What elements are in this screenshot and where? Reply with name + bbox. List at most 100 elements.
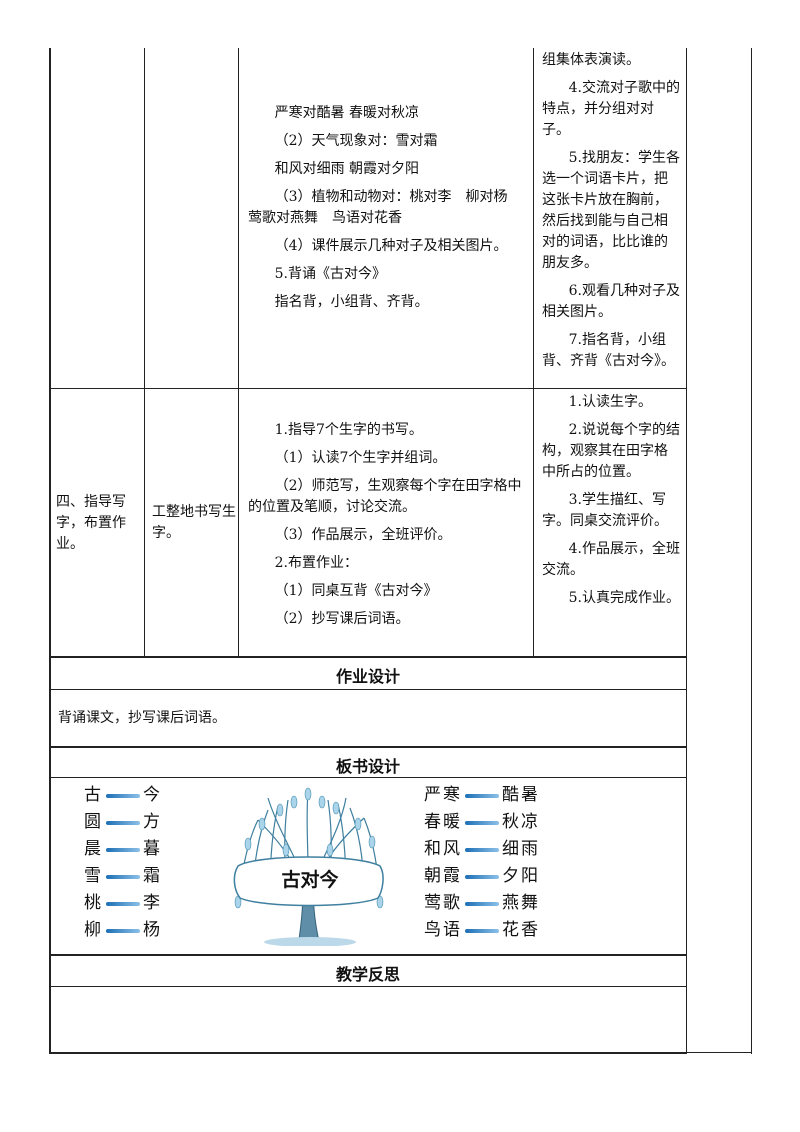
right-pair-first: 莺歌 bbox=[424, 893, 462, 913]
step4-teacher-line: （2）师范写，生观察每个字在田字格中的位置及笔顺，讨论交流。 bbox=[248, 478, 522, 515]
tree-label-banner bbox=[233, 856, 384, 907]
arrow-icon bbox=[106, 793, 140, 798]
right-pair-first: 春暖 bbox=[424, 812, 462, 832]
left-pair-second: 李 bbox=[143, 893, 162, 913]
left-pair-first: 圆 bbox=[84, 812, 103, 832]
step4-phase: 四、指导写字，布置作业。 bbox=[56, 494, 126, 552]
right-pair-second: 燕舞 bbox=[502, 893, 540, 913]
left-pair-first: 古 bbox=[84, 785, 103, 805]
upper-teacher-line: 指名背，小组背、齐背。 bbox=[274, 294, 429, 310]
right-pair-second: 夕阳 bbox=[502, 866, 540, 886]
upper-teacher-line: （3）植物和动物对：桃对李 柳对杨 莺歌对燕舞 鸟语对花香 bbox=[248, 189, 522, 226]
right-pair-second: 秋凉 bbox=[502, 812, 540, 832]
upper-student-line: 5.找朋友：学生各选一个词语卡片，把这张卡片放在胸前，然后找到能与自己相对的词语… bbox=[542, 150, 680, 271]
row-divider-board-title bbox=[49, 777, 687, 778]
step4-teacher-activities: 1.指导7个生字的书写。 （1）认读7个生字并组词。 （2）师范写，生观察每个字… bbox=[248, 420, 528, 637]
step4-student-line: 3.学生描红、写字。同桌交流评价。 bbox=[542, 492, 668, 529]
willow-tree-illustration bbox=[233, 787, 384, 946]
step4-student-line: 5.认真完成作业。 bbox=[568, 590, 680, 606]
left-pair-row: 桃李 bbox=[84, 888, 162, 913]
right-pair-row: 和风细雨 bbox=[424, 834, 540, 859]
board-title: 板书设计 bbox=[335, 757, 400, 776]
upper-teacher-line: 严寒对酷暑 春暖对秋凉 bbox=[274, 105, 420, 121]
arrow-icon bbox=[465, 793, 499, 798]
table-border-inner-right bbox=[686, 48, 687, 1054]
left-pair-first: 柳 bbox=[84, 920, 103, 940]
left-pair-second: 暮 bbox=[143, 839, 162, 859]
tree-label: 古对今 bbox=[281, 869, 339, 891]
upper-student-line: 组集体表演读。 bbox=[542, 52, 640, 68]
upper-teacher-line: （4）课件展示几种对子及相关图片。 bbox=[274, 238, 508, 254]
col-divider-1 bbox=[144, 48, 145, 657]
left-pair-row: 雪霜 bbox=[84, 861, 162, 886]
left-pair-second: 霜 bbox=[143, 866, 162, 886]
right-pair-first: 朝霞 bbox=[424, 866, 462, 886]
step4-goal: 工整地书写生字。 bbox=[152, 504, 236, 541]
right-pair-second: 酷暑 bbox=[502, 785, 540, 805]
table-border-bottom-right bbox=[686, 1052, 752, 1053]
upper-teacher-activities: 严寒对酷暑 春暖对秋凉 （2）天气现象对：雪对霜 和风对细雨 朝霞对夕阳 （3）… bbox=[248, 103, 528, 320]
left-pair-row: 古今 bbox=[84, 780, 162, 805]
step4-student-line: 4.作品展示，全班交流。 bbox=[542, 541, 680, 578]
left-pair-row: 柳杨 bbox=[84, 915, 162, 940]
right-pair-row: 鸟语 花香 bbox=[424, 915, 540, 940]
left-pair-second: 杨 bbox=[143, 920, 162, 940]
arrow-icon bbox=[465, 928, 499, 933]
right-pair-first: 严寒 bbox=[424, 785, 462, 805]
willow-ground bbox=[264, 937, 356, 946]
left-pair-first: 桃 bbox=[84, 893, 103, 913]
upper-student-line: 6.观看几种对子及相关图片。 bbox=[542, 283, 680, 320]
left-pair-second: 方 bbox=[143, 812, 162, 832]
right-pair-row: 莺歌 燕舞 bbox=[424, 888, 540, 913]
homework-content: 背诵课文，抄写课后词语。 bbox=[58, 710, 226, 726]
arrow-icon bbox=[106, 874, 140, 879]
col-divider-2 bbox=[238, 48, 239, 657]
upper-teacher-line: （2）天气现象对：雪对霜 bbox=[274, 133, 438, 149]
arrow-icon bbox=[106, 901, 140, 906]
left-pair-first: 雪 bbox=[84, 866, 103, 886]
reflection-title: 教学反思 bbox=[335, 965, 400, 984]
right-pair-first: 鸟语 bbox=[424, 920, 462, 940]
upper-student-line: 7.指名背，小组背、齐背《古对今》。 bbox=[542, 332, 675, 369]
step4-teacher-line: （1）同桌互背《古对今》 bbox=[274, 583, 438, 599]
row-divider-homework bbox=[49, 656, 687, 658]
left-pair-row: 圆方 bbox=[84, 807, 162, 832]
step4-student-activities: 1.认读生字。 2.说说每个字的结构，观察其在田字格中所占的位置。 3.学生描红… bbox=[542, 392, 680, 616]
upper-student-activities: 组集体表演读。 4.交流对子歌中的特点，并分组对对子。 5.找朋友：学生各选一个… bbox=[542, 50, 680, 379]
arrow-icon bbox=[465, 901, 499, 906]
upper-teacher-line: 和风对细雨 朝霞对夕阳 bbox=[274, 161, 420, 177]
right-pair-row: 春暖 秋凉 bbox=[424, 807, 540, 832]
arrow-icon bbox=[106, 847, 140, 852]
row-divider-board bbox=[49, 746, 687, 748]
row-divider-reflection bbox=[49, 954, 687, 956]
arrow-icon bbox=[465, 820, 499, 825]
right-pair-first: 和风 bbox=[424, 839, 462, 859]
left-pair-second: 今 bbox=[143, 785, 162, 805]
arrow-icon bbox=[465, 874, 499, 879]
homework-title: 作业设计 bbox=[335, 667, 400, 686]
table-border-left bbox=[49, 48, 51, 1054]
right-pair-row: 朝霞 夕阳 bbox=[424, 861, 540, 886]
row-divider-reflection-title bbox=[49, 986, 687, 987]
upper-teacher-line: 5.背诵《古对今》 bbox=[274, 266, 386, 282]
table-border-right bbox=[751, 48, 752, 1054]
right-pair-row: 严寒 酷暑 bbox=[424, 780, 540, 805]
step4-teacher-line: （3）作品展示，全班评价。 bbox=[274, 527, 452, 543]
step4-teacher-line: （1）认读7个生字并组词。 bbox=[274, 450, 447, 466]
step4-student-line: 1.认读生字。 bbox=[568, 394, 652, 410]
upper-student-line: 4.交流对子歌中的特点，并分组对对子。 bbox=[542, 80, 680, 138]
step4-student-line: 2.说说每个字的结构，观察其在田字格中所占的位置。 bbox=[542, 422, 680, 480]
row-divider-step4 bbox=[49, 388, 687, 389]
left-pair-first: 晨 bbox=[84, 839, 103, 859]
left-pair-row: 晨暮 bbox=[84, 834, 162, 859]
col-divider-3 bbox=[533, 48, 534, 657]
table-border-bottom bbox=[49, 1052, 687, 1054]
row-divider-homework-title bbox=[49, 689, 687, 690]
arrow-icon bbox=[106, 928, 140, 933]
right-pair-second: 花香 bbox=[502, 920, 540, 940]
arrow-icon bbox=[465, 847, 499, 852]
step4-teacher-line: 1.指导7个生字的书写。 bbox=[274, 422, 423, 438]
step4-teacher-line: （2）抄写课后词语。 bbox=[274, 611, 410, 627]
arrow-icon bbox=[106, 820, 140, 825]
